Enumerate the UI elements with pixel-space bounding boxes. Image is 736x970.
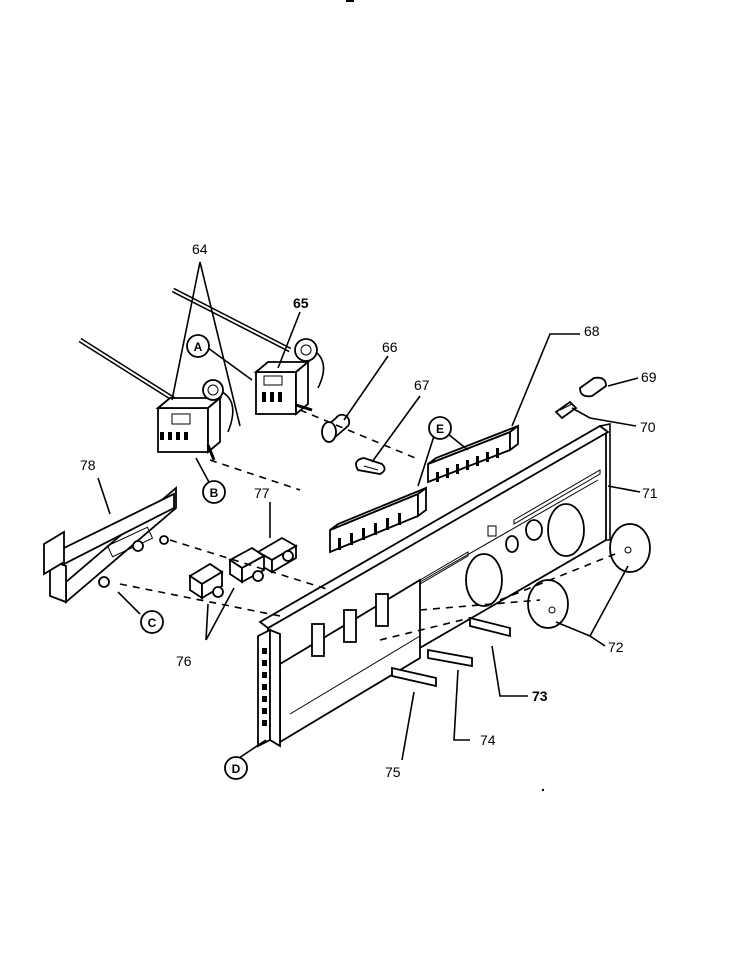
top-mark [346, 0, 354, 2]
label-74: 74 [480, 732, 496, 748]
rocker-switch-76a [228, 546, 266, 584]
infinite-switch-65 [171, 287, 325, 416]
back-plate [257, 578, 421, 748]
leader-lines [97, 261, 641, 761]
clock-timer-78 [43, 486, 177, 604]
label-69: 69 [641, 369, 657, 385]
shaft-75 [391, 666, 437, 688]
callout-a: A [186, 334, 210, 358]
lamp-socket-70 [554, 400, 578, 420]
dial-72-upper [609, 523, 651, 573]
label-68: 68 [584, 323, 600, 339]
label-77: 77 [254, 485, 270, 501]
callout-e: E [428, 416, 452, 440]
label-65: 65 [293, 295, 309, 311]
rocker-switch-76b [188, 562, 224, 600]
stray-dot [541, 788, 545, 792]
terminal-block-e [329, 486, 427, 554]
shaft-73 [469, 616, 511, 638]
label-71: 71 [642, 485, 658, 501]
shaft-74 [427, 648, 473, 668]
callout-d: D [224, 756, 248, 780]
part-number-labels: 64 65 66 67 68 69 70 71 72 73 74 75 76 7… [80, 241, 658, 780]
infinite-switch-64 [78, 337, 234, 461]
clip-67 [355, 457, 386, 475]
label-72: 72 [608, 639, 624, 655]
svg-text:B: B [210, 486, 219, 500]
label-76: 76 [176, 653, 192, 669]
label-73: 73 [532, 688, 548, 704]
callout-c: C [140, 610, 164, 634]
alignment-lines [119, 409, 621, 641]
svg-text:A: A [194, 340, 203, 354]
svg-text:E: E [436, 422, 444, 436]
bulb-69 [579, 376, 607, 398]
label-78: 78 [80, 457, 96, 473]
label-70: 70 [640, 419, 656, 435]
svg-text:C: C [148, 616, 157, 630]
label-75: 75 [385, 764, 401, 780]
terminal-block-68 [427, 424, 519, 484]
label-66: 66 [382, 339, 398, 355]
callout-b: B [202, 480, 226, 504]
dial-72-lower [527, 579, 569, 629]
svg-text:D: D [232, 762, 241, 776]
label-67: 67 [414, 377, 430, 393]
label-64: 64 [192, 241, 208, 257]
